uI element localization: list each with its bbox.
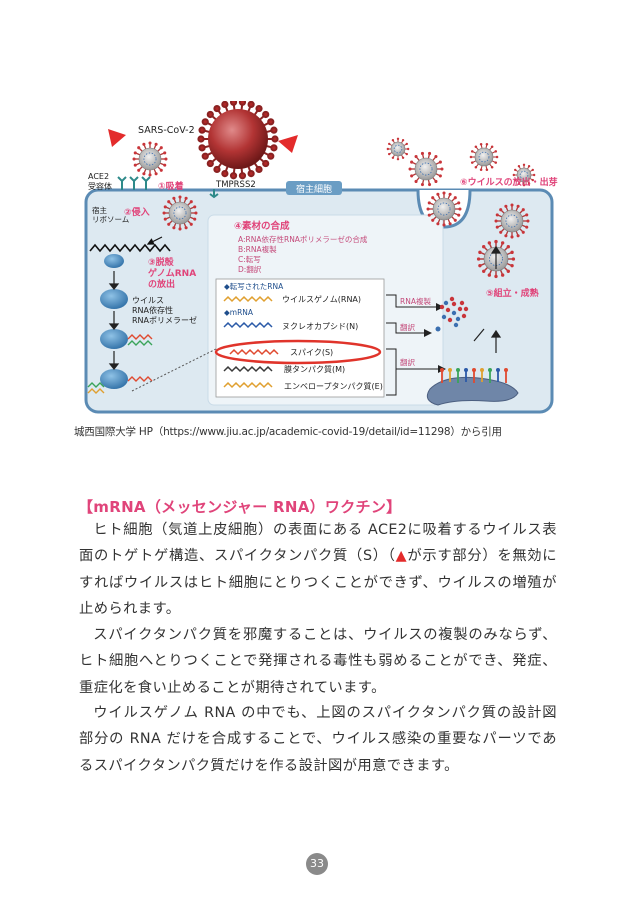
paragraph-3: ウイルスゲノム RNA の中でも、上図のスパイクタンパク質の設計図部分の RNA… (79, 705, 557, 774)
svg-text:B:RNA複製: B:RNA複製 (238, 244, 277, 254)
step-1-label: ①吸着 (158, 180, 184, 192)
gene-spike: スパイク(S) (290, 348, 333, 357)
translation-label-2: 翻訳 (400, 357, 415, 367)
section-heading: 【mRNA（メッセンジャー RNA）ワクチン】 (78, 498, 402, 516)
translation-label-1: 翻訳 (400, 322, 415, 332)
ace2-receptor-icon (117, 176, 151, 190)
step-3-label: ③脱殻 ゲノムRNA の放出 (148, 256, 199, 290)
genome-rna-strand (89, 243, 171, 253)
polymerase-label: ウイルス RNA依存性 RNAポリメラーゼ (132, 296, 197, 325)
svg-text:A:RNA依存性RNAポリメラーゼの合成: A:RNA依存性RNAポリメラーゼの合成 (238, 234, 368, 244)
ribosome-icon (100, 254, 128, 389)
rna-replication-label: RNA複製 (400, 296, 431, 306)
ace2-label: ACE2 受容体 (88, 172, 112, 191)
paragraph-2: スパイクタンパク質を邪魔することは、ウイルスの複製のみならず、ヒト細胞へとりつく… (79, 627, 557, 696)
transcribed-rna-label: ◆転写されたRNA (224, 282, 284, 291)
host-cell-label: 宿主細胞 (296, 183, 332, 195)
paragraph-1-text-a: ヒト細胞（気道上皮細胞）の表面にある ACE2に吸着するウイルス表面のトゲトゲ構… (79, 522, 557, 565)
entering-virus-icon (162, 195, 198, 231)
step-6-label: ⑥ウイルスの放出・出芽 (460, 176, 558, 188)
er-membrane (426, 376, 519, 406)
synthesis-list: A:RNA依存性RNAポリメラーゼの合成 B:RNA複製 C:転写 D:翻訳 (238, 234, 368, 274)
figure-caption: 城西国際大学 HP（https://www.jiu.ac.jp/academic… (74, 426, 502, 438)
small-virus-icon (132, 141, 168, 177)
tmprss2-label: TMPRSS2 (215, 180, 256, 190)
virus-replication-figure: 宿主細胞 SARS-CoV-2 ACE2 受容体 TMPRSS2 ①吸着 ②侵入… (84, 101, 558, 414)
triangle-right-icon (278, 135, 298, 153)
host-cell-tab (286, 181, 342, 195)
step-4-label: ④素材の合成 (234, 220, 290, 232)
triangle-left-icon (108, 129, 126, 147)
spike-highlight-ring (214, 339, 382, 365)
assembly-cluster-icon (435, 296, 469, 332)
step-2-label: ②侵入 (124, 206, 150, 218)
page-number: 33 (306, 853, 328, 875)
big-virus-icon (197, 101, 279, 180)
gene-genome: ウイルスゲノム(RNA) (282, 294, 361, 304)
svg-text:C:転写: C:転写 (238, 255, 261, 264)
svg-text:D:翻訳: D:翻訳 (238, 264, 262, 274)
gene-membrane: 膜タンパク質(M) (284, 364, 345, 374)
ribosome-label: 宿主 リボソーム (92, 205, 129, 224)
gene-envelope: エンベロープタンパク質(E) (284, 381, 383, 391)
step-5-label: ⑤組立・成熟 (486, 287, 539, 299)
triangle-marker-icon: ▲ (395, 548, 408, 565)
mrna-label: ◆mRNA (224, 308, 254, 317)
paragraph-1-text-b: が示す部分）を無効にすればウイルスはヒト細胞にとりつくことができず、ウイルスの増… (79, 548, 558, 617)
paragraph-1: ヒト細胞（気道上皮細胞）の表面にある ACE2に吸着するウイルス表面のトゲトゲ構… (79, 517, 557, 622)
virus-label: SARS-CoV-2 (138, 125, 195, 136)
gene-nucleocapsid: ヌクレオカプシド(N) (282, 322, 358, 331)
